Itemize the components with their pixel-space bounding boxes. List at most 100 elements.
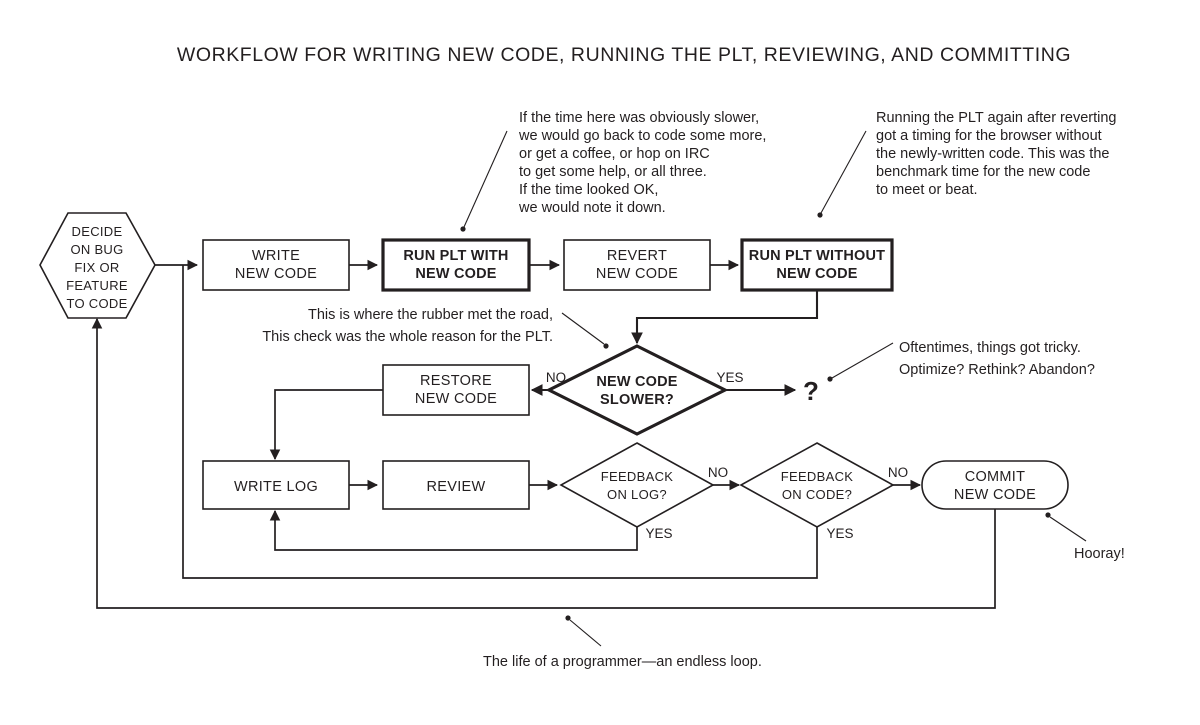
hexagon-shape <box>39 212 156 319</box>
annotation-target-dot <box>817 212 823 218</box>
annotation-line: Oftentimes, things got tricky. <box>899 340 1081 356</box>
stadium-shape <box>921 460 1069 510</box>
rect-shape <box>381 238 531 292</box>
annotation-line: got a timing for the browser without <box>876 128 1102 144</box>
node-label-line: NEW CODE <box>596 266 678 282</box>
annotation-leader-line <box>831 342 894 379</box>
node-label-line: TO CODE <box>66 296 127 311</box>
annotation-target-dot <box>603 343 609 349</box>
annotation-leader-line <box>569 619 602 647</box>
annotation-endless-loop-note: The life of a programmer—an endless loop… <box>483 615 762 670</box>
node-question-mark[interactable]: ? <box>803 376 819 406</box>
node-feedback-on-code[interactable]: FEEDBACK ON CODE? <box>739 442 895 528</box>
rect-shape <box>202 239 350 291</box>
diamond-shape <box>559 442 715 528</box>
node-label-line: DECIDE <box>72 224 123 239</box>
node-label-line: COMMIT <box>965 469 1026 485</box>
node-label-line: REVERT <box>607 248 667 264</box>
annotation-line: benchmark time for the new code <box>876 164 1090 180</box>
edge-label-slower-no: NO <box>546 370 566 385</box>
annotation-line: we would go back to code some more, <box>518 128 766 144</box>
node-label-line: FIX OR <box>74 260 119 275</box>
edge-commit-to-decide <box>91 317 996 609</box>
annotation-benchmark-note: Running the PLT again after reverting go… <box>817 110 1116 218</box>
annotation-line: to meet or beat. <box>876 182 978 198</box>
annotation-leader-line <box>561 312 605 345</box>
annotation-rubber-road-note: This is where the rubber met the road, T… <box>262 307 609 349</box>
edge-label-feedback-code-no: NO <box>888 465 908 480</box>
annotation-line: Running the PLT again after reverting <box>876 110 1116 126</box>
annotation-line: If the time looked OK, <box>519 182 658 198</box>
annotation-hooray-note: Hooray! <box>1045 512 1125 562</box>
edge-feedback-code-yes-to-write-new-code <box>182 265 818 579</box>
node-label-line: RUN PLT WITH <box>403 248 508 264</box>
node-label-line: FEATURE <box>66 278 128 293</box>
edge-feedback-log-yes-to-write-log <box>269 509 638 551</box>
annotation-line: This check was the whole reason for the … <box>262 329 553 345</box>
node-label-line: FEEDBACK <box>601 469 674 484</box>
diamond-shape <box>739 442 895 528</box>
annotation-line: or get a coffee, or hop on IRC <box>519 146 710 162</box>
node-label-line: WRITE LOG <box>234 479 318 495</box>
node-label-line: NEW CODE <box>415 391 497 407</box>
annotation-leader-line <box>1049 516 1087 542</box>
node-write-log[interactable]: WRITE LOG <box>202 460 350 510</box>
annotation-plt-timing-note: If the time here was obviously slower, w… <box>460 110 766 232</box>
node-label-line: NEW CODE <box>235 266 317 282</box>
edge-label-layer: NO YES NO YES NO YES <box>546 370 908 541</box>
edge-label-feedback-log-no: NO <box>708 465 728 480</box>
annotation-tricky-note: Oftentimes, things got tricky. Optimize?… <box>827 340 1095 382</box>
rect-shape <box>382 364 530 416</box>
node-label-line: RESTORE <box>420 373 492 389</box>
node-label-line: NEW CODE <box>776 266 857 282</box>
annotation-line: The life of a programmer—an endless loop… <box>483 654 762 670</box>
rect-shape <box>563 239 711 291</box>
annotation-target-dot <box>460 226 466 232</box>
annotation-target-dot <box>565 615 571 621</box>
page-title: WORKFLOW FOR WRITING NEW CODE, RUNNING T… <box>177 44 1071 66</box>
node-feedback-on-log[interactable]: FEEDBACK ON LOG? <box>559 442 715 528</box>
edge-run-without-to-slower <box>631 290 819 345</box>
annotation-target-dot <box>827 376 833 382</box>
node-label-line: NEW CODE <box>415 266 496 282</box>
node-label-line: NEW CODE <box>954 487 1036 503</box>
node-write-new-code[interactable]: WRITE NEW CODE <box>202 239 350 291</box>
node-revert-new-code[interactable]: REVERT NEW CODE <box>563 239 711 291</box>
node-label-line: ON LOG? <box>607 487 667 502</box>
node-label-line: RUN PLT WITHOUT <box>749 248 885 264</box>
edge-label-feedback-log-yes: YES <box>645 526 672 541</box>
annotation-leader-line <box>463 130 508 228</box>
question-mark-label: ? <box>803 376 819 406</box>
node-label-line: ON CODE? <box>782 487 852 502</box>
node-run-plt-without-new-code[interactable]: RUN PLT WITHOUT NEW CODE <box>740 238 894 292</box>
diamond-shape <box>545 344 729 436</box>
node-restore-new-code[interactable]: RESTORE NEW CODE <box>382 364 530 416</box>
node-label-line: ON BUG <box>70 242 123 257</box>
annotation-leader-line <box>820 130 867 214</box>
node-label-line: SLOWER? <box>600 392 674 408</box>
node-commit-new-code[interactable]: COMMIT NEW CODE <box>921 460 1069 510</box>
edge-restore-to-write-log <box>269 389 383 461</box>
node-decide-on-bug-fix-or-feature-to-code[interactable]: DECIDE ON BUG FIX OR FEATURE TO CODE <box>39 212 156 319</box>
edge-label-slower-yes: YES <box>716 370 743 385</box>
annotation-line: the newly-written code. This was the <box>876 146 1109 162</box>
node-label-line: FEEDBACK <box>781 469 854 484</box>
annotation-line: Optimize? Rethink? Abandon? <box>899 362 1095 378</box>
node-label-line: NEW CODE <box>596 374 677 390</box>
annotation-line: Hooray! <box>1074 546 1125 562</box>
annotation-line: we would note it down. <box>518 200 666 216</box>
edge-label-feedback-code-yes: YES <box>826 526 853 541</box>
annotation-line: This is where the rubber met the road, <box>308 307 553 323</box>
rect-shape <box>382 460 530 510</box>
rect-shape <box>740 238 894 292</box>
node-new-code-slower[interactable]: NEW CODE SLOWER? <box>545 344 729 436</box>
annotation-target-dot <box>1045 512 1051 518</box>
node-run-plt-with-new-code[interactable]: RUN PLT WITH NEW CODE <box>381 238 531 292</box>
rect-shape <box>202 460 350 510</box>
node-review[interactable]: REVIEW <box>382 460 530 510</box>
node-label-line: WRITE <box>252 248 300 264</box>
annotation-line: to get some help, or all three. <box>519 164 707 180</box>
annotation-line: If the time here was obviously slower, <box>519 110 759 126</box>
